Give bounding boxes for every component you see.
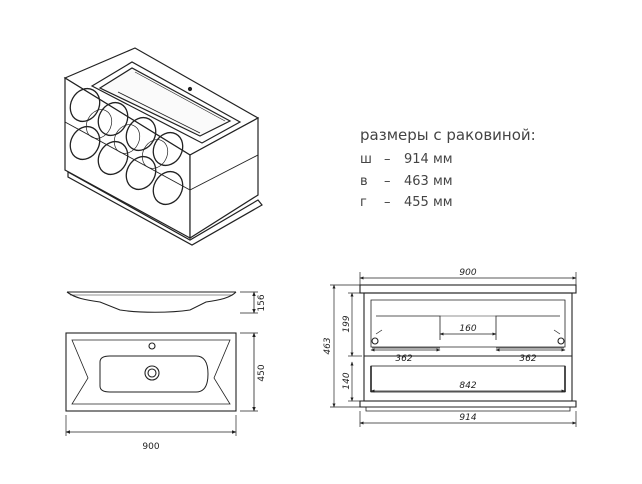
front-total-height-dimension: 463 xyxy=(323,337,333,354)
width-spec-dash: – xyxy=(384,152,391,167)
left-drawer-dimension: 362 xyxy=(395,354,412,364)
depth-spec-value: 455 мм xyxy=(404,195,453,210)
drawer-gap-dimension: 160 xyxy=(459,324,476,334)
front-view-dimensions xyxy=(330,272,577,427)
isometric-cabinet-view xyxy=(63,47,263,246)
front-lower-height-dimension: 140 xyxy=(342,372,352,389)
front-upper-height-dimension: 199 xyxy=(342,315,352,332)
dimensions-title: размеры с раковиной: xyxy=(360,126,536,144)
basin-side-view xyxy=(66,291,258,314)
basin-width-dimension: 900 xyxy=(142,442,159,452)
front-bottom-width-dimension: 914 xyxy=(459,413,476,423)
height-spec-key: в xyxy=(360,174,368,189)
depth-spec-dash: – xyxy=(384,195,391,210)
front-top-width-dimension: 900 xyxy=(459,268,476,278)
depth-spec-row: г – 455 мм xyxy=(360,195,453,210)
depth-spec-key: г xyxy=(360,195,367,210)
width-spec-value: 914 мм xyxy=(404,152,453,167)
front-view-cabinet xyxy=(359,284,577,412)
basin-depth-dimension: 450 xyxy=(257,364,267,381)
basin-top-view xyxy=(65,332,258,436)
width-spec-key: ш xyxy=(360,152,372,167)
width-spec-row: ш – 914 мм xyxy=(360,152,453,167)
right-drawer-dimension: 362 xyxy=(519,354,536,364)
height-spec-row: в – 463 мм xyxy=(360,174,453,189)
height-spec-dash: – xyxy=(384,174,391,189)
lower-drawer-dimension: 842 xyxy=(459,381,476,391)
height-spec-value: 463 мм xyxy=(404,174,453,189)
basin-height-dimension: 156 xyxy=(257,294,267,311)
